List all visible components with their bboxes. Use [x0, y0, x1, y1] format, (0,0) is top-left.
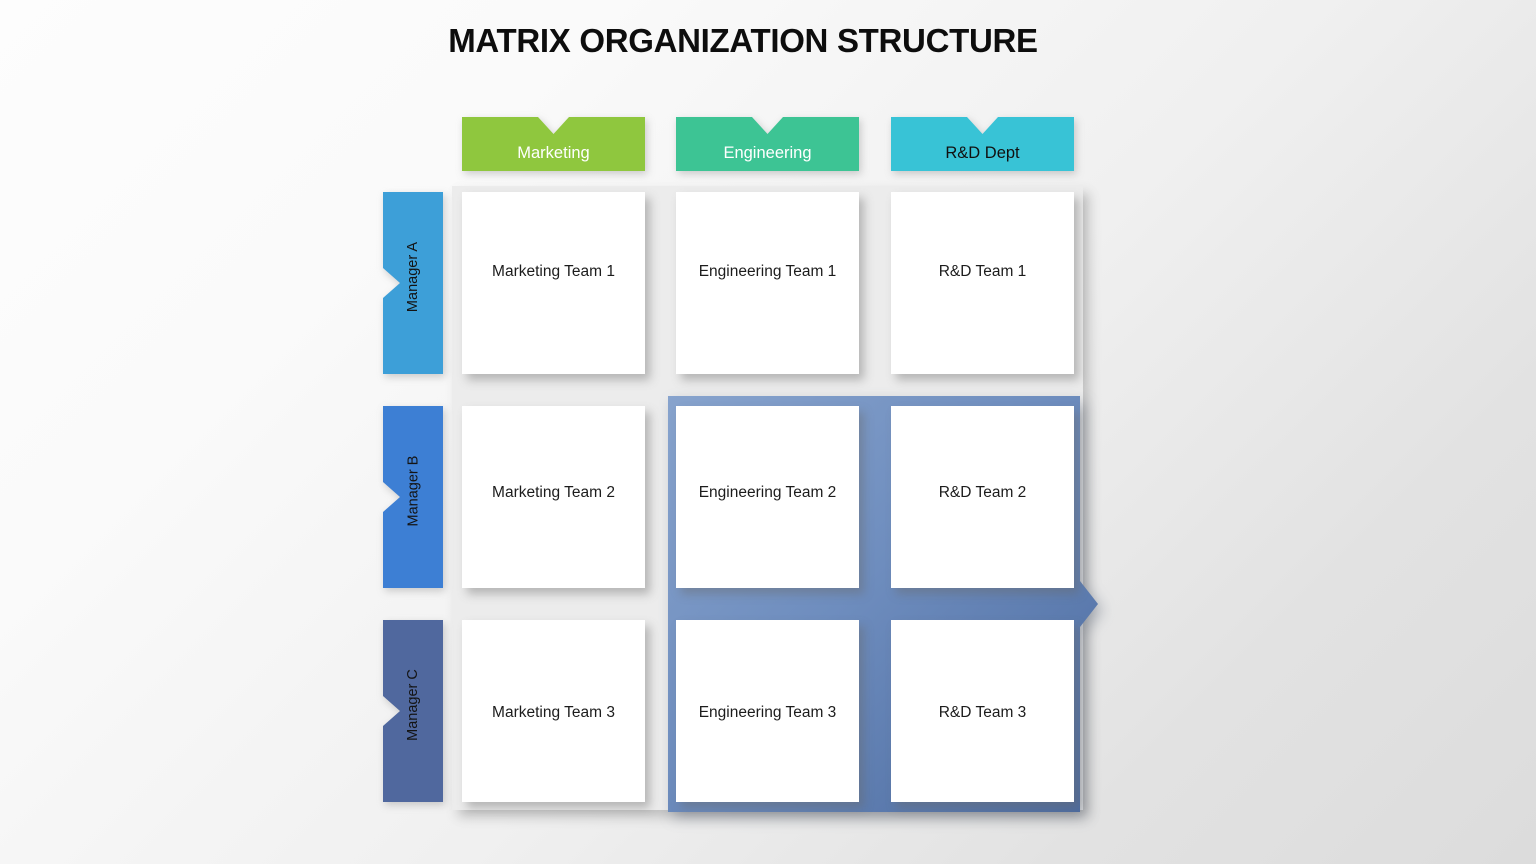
column-header-shape — [891, 117, 1074, 171]
column-header-marketing[interactable]: Marketing — [462, 117, 645, 171]
column-header-shape — [676, 117, 859, 171]
team-card[interactable]: R&D Team 2 — [891, 406, 1074, 588]
team-card-label: R&D Team 2 — [938, 484, 1027, 501]
row-header-manager-a[interactable]: Manager A — [383, 192, 443, 374]
row-header-manager-c[interactable]: Manager C — [383, 620, 443, 802]
column-header-rnd-dept[interactable]: R&D Dept — [891, 117, 1074, 171]
row-header-label-wrap: Manager C — [383, 620, 443, 802]
row-header-shape — [383, 192, 443, 374]
team-card[interactable]: Engineering Team 1 — [676, 192, 859, 374]
column-header-label: Engineering — [723, 144, 812, 162]
team-card[interactable]: Marketing Team 2 — [462, 406, 645, 588]
team-card-label: Engineering Team 2 — [698, 484, 837, 501]
team-card[interactable]: Marketing Team 1 — [462, 192, 645, 374]
column-header-shape — [462, 117, 645, 171]
team-card[interactable]: Marketing Team 3 — [462, 620, 645, 802]
column-header-engineering[interactable]: Engineering — [676, 117, 859, 171]
team-card[interactable]: Engineering Team 2 — [676, 406, 859, 588]
row-header-shape — [383, 620, 443, 802]
column-header-label: R&D Dept — [945, 144, 1020, 162]
team-card-label: R&D Team 3 — [938, 704, 1027, 721]
team-card[interactable]: R&D Team 1 — [891, 192, 1074, 374]
row-header-manager-b[interactable]: Manager B — [383, 406, 443, 588]
row-header-label-wrap: Manager A — [383, 192, 443, 374]
row-header-label-wrap: Manager B — [383, 406, 443, 588]
team-card-label: Marketing Team 3 — [492, 704, 615, 721]
team-card[interactable]: R&D Team 3 — [891, 620, 1074, 802]
row-header-label: Manager C — [405, 669, 422, 741]
row-header-label: Manager B — [405, 455, 421, 527]
team-card-label: Marketing Team 1 — [492, 263, 615, 280]
team-card-label: Engineering Team 3 — [698, 704, 837, 721]
column-header-label: Marketing — [517, 144, 590, 162]
page-title: MATRIX ORGANIZATION STRUCTURE — [448, 22, 1038, 59]
row-header-label: Manager A — [405, 241, 422, 313]
team-card-label: R&D Team 1 — [938, 263, 1027, 280]
team-card[interactable]: Engineering Team 3 — [676, 620, 859, 802]
row-header-shape — [383, 406, 443, 588]
team-card-label: Engineering Team 1 — [698, 263, 837, 280]
team-card-label: Marketing Team 2 — [492, 484, 615, 501]
